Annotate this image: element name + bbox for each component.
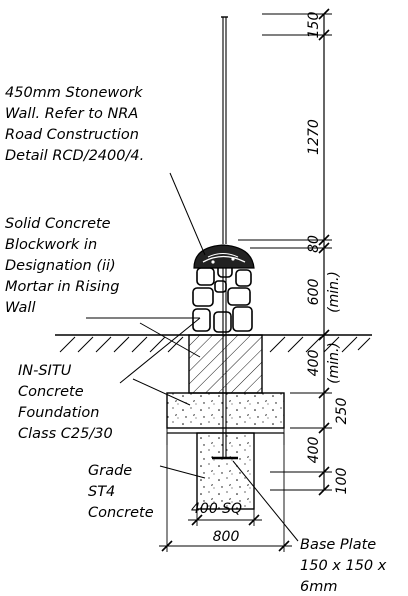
grade-note: Grade ST4 Concrete [88,463,154,521]
dimension-label-wall-min: (min.) [326,271,342,313]
blockwork-note-line: Designation (ii) [5,258,116,274]
dimension-label-base: 100 [334,468,350,495]
dimension-label-foundation: 250 [334,398,350,425]
base-plate-note-line: 6mm [300,579,337,595]
dimension-label-foundation-width: 800 [213,529,240,545]
base-plate-note-line: 150 x 150 x [300,558,387,574]
dimension-label-rising-min: (min.) [326,342,342,384]
pole [221,16,228,458]
blockwork-note-line: Wall [5,300,36,316]
dimension-label-pole: 1270 [306,119,322,155]
blockwork-note-line: Solid Concrete [5,216,111,232]
foundation-note-line: Foundation [18,405,99,421]
stonework-coping [193,244,255,269]
foundation-note-line: IN-SITU [18,363,72,379]
grade-note-line: ST4 [88,484,115,500]
stonework-note: 450mm Stonework Wall. Refer to NRA Road … [5,85,147,164]
dimension-label-rising: 400 [306,350,322,377]
stonework-note-line: Detail RCD/2400/4. [5,148,144,164]
stonework-note-line: Road Construction [5,127,139,143]
vertical-dimension-chain [238,8,332,496]
dimension-label-top: 150 [306,12,322,39]
dimension-label-wall: 600 [306,279,322,306]
base-plate-note-line: Base Plate [300,537,376,553]
foundation-note: IN-SITU Concrete Foundation Class C25/30 [18,363,113,442]
dimension-label-cap: 80 [306,235,322,253]
foundation-note-line: Class C25/30 [18,426,113,442]
foundation-note-line: Concrete [18,384,84,400]
blockwork-note-line: Blockwork in [5,237,97,253]
blockwork-note: Solid Concrete Blockwork in Designation … [5,216,124,316]
blockwork-note-line: Mortar in Rising [5,279,119,295]
leader-lines [86,172,299,542]
dimension-label-pocket-width: 400 SQ [191,501,242,517]
grade-note-line: Concrete [88,505,154,521]
stonework-note-line: 450mm Stonework [5,85,143,101]
horizontal-dimensions [159,428,292,552]
stonework-note-line: Wall. Refer to NRA [5,106,138,122]
grade-note-line: Grade [88,463,132,479]
base-plate-note: Base Plate 150 x 150 x 6mm [300,537,391,595]
dimension-label-pocket: 400 [306,437,322,464]
